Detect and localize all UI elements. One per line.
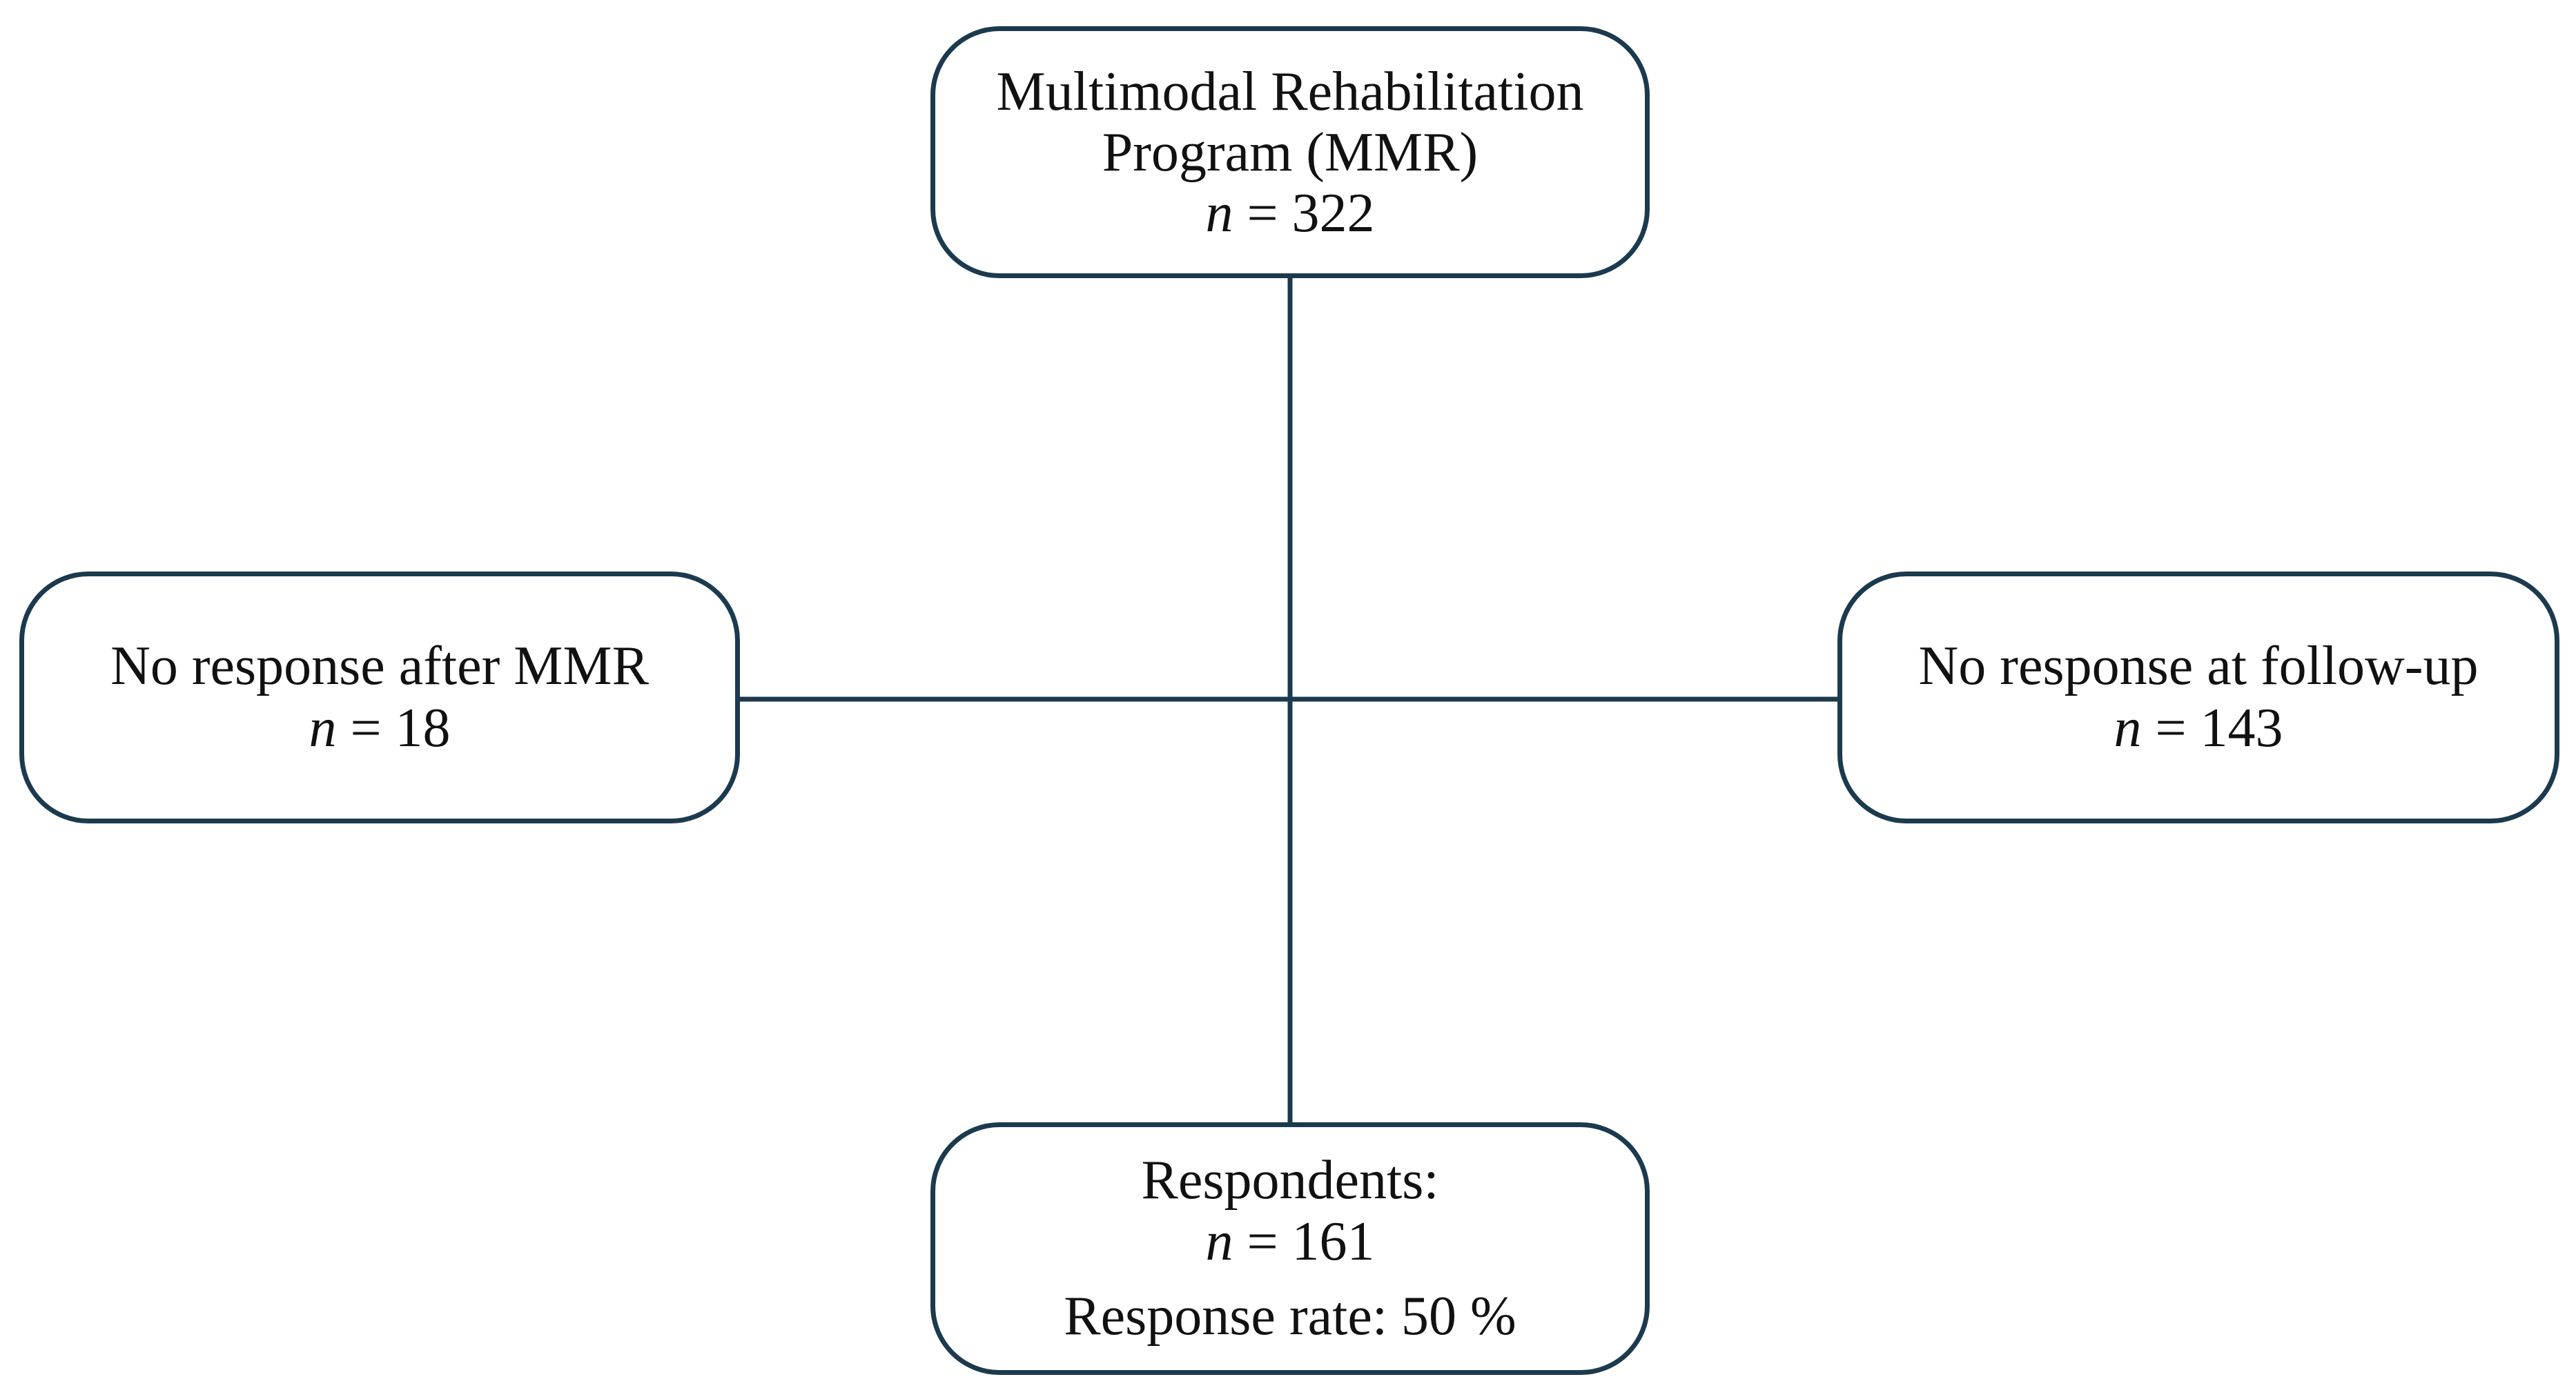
no-response-follow-up-label: No response at follow-up bbox=[1918, 635, 2479, 696]
no-response-follow-up-count-value: = 143 bbox=[2141, 697, 2283, 759]
respondents-box: Respondents: n = 161 Response rate: 50 % bbox=[930, 1122, 1650, 1375]
mmr-program-title-line-1: Multimodal Rehabilitation bbox=[996, 61, 1584, 122]
n-variable: n bbox=[1205, 182, 1233, 244]
respondents-label: Respondents: bbox=[1141, 1149, 1439, 1211]
n-variable: n bbox=[1205, 1211, 1233, 1273]
n-variable: n bbox=[2114, 697, 2142, 759]
no-response-after-mmr-count-value: = 18 bbox=[336, 697, 451, 759]
mmr-program-box: Multimodal Rehabilitation Program (MMR) … bbox=[930, 26, 1650, 278]
respondents-count-value: = 161 bbox=[1233, 1211, 1375, 1273]
mmr-program-count-value: = 322 bbox=[1233, 182, 1375, 244]
no-response-follow-up-count: n = 143 bbox=[2114, 698, 2283, 760]
n-variable: n bbox=[309, 697, 337, 759]
mmr-program-count: n = 322 bbox=[1205, 183, 1374, 244]
mmr-program-title-line-2: Program (MMR) bbox=[1102, 121, 1479, 183]
no-response-after-mmr-count: n = 18 bbox=[309, 698, 450, 760]
no-response-follow-up-box: No response at follow-up n = 143 bbox=[1837, 572, 2559, 823]
no-response-after-mmr-box: No response after MMR n = 18 bbox=[19, 572, 740, 823]
respondents-count: n = 161 bbox=[1205, 1211, 1374, 1273]
response-rate: Response rate: 50 % bbox=[1064, 1285, 1516, 1347]
no-response-after-mmr-label: No response after MMR bbox=[110, 635, 649, 696]
